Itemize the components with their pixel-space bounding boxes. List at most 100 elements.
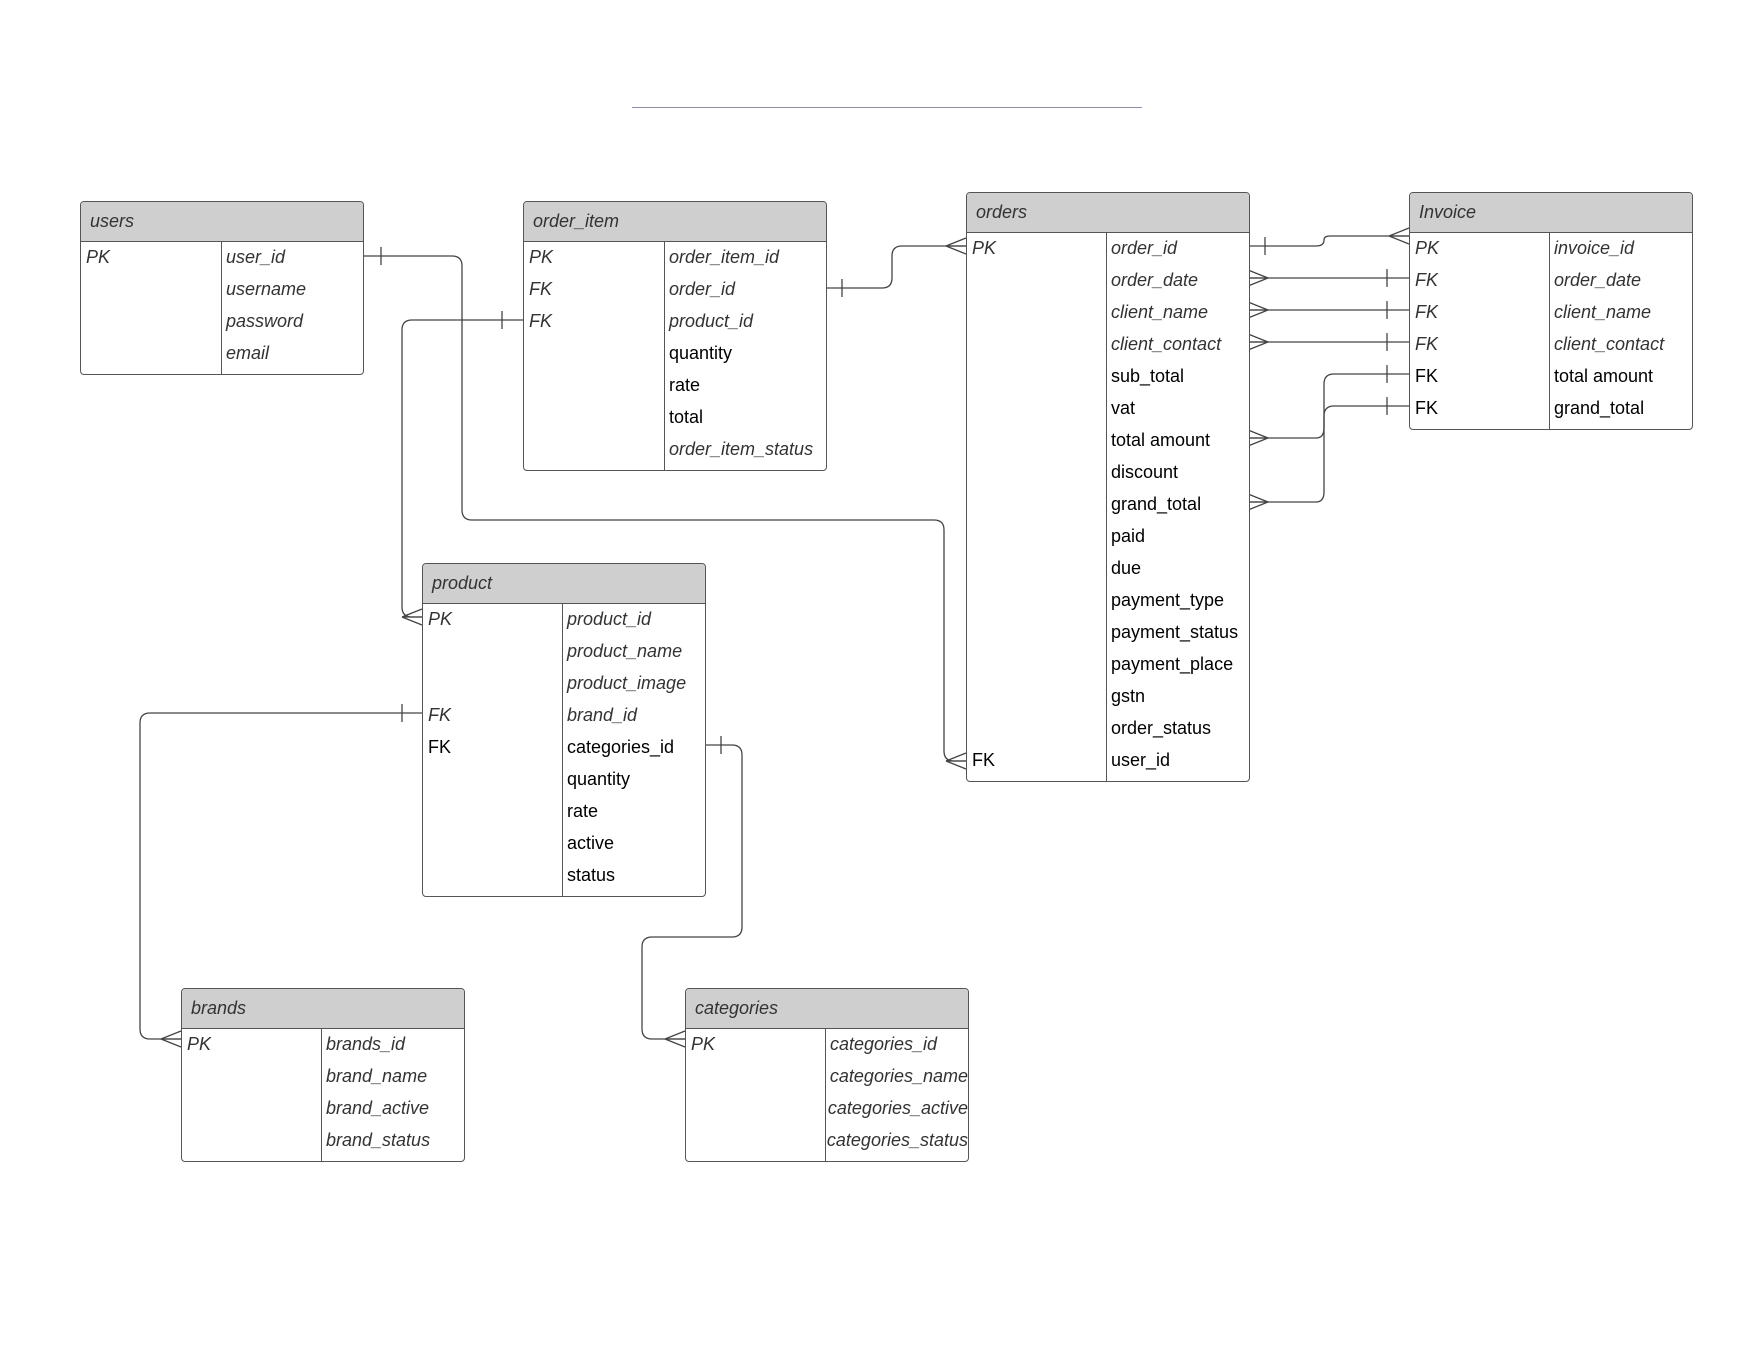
entity-row[interactable]: order_status: [967, 713, 1249, 745]
title-underline: [632, 107, 1142, 108]
field-name: active: [567, 833, 615, 853]
entity-row[interactable]: categories_name: [686, 1061, 968, 1093]
entity-row[interactable]: username: [81, 274, 363, 306]
key-label: [967, 425, 1106, 457]
field-name: order_item_status: [669, 439, 814, 459]
entity-row[interactable]: total: [524, 402, 826, 434]
entity-row[interactable]: due: [967, 553, 1249, 585]
field-name: grand_total: [1554, 398, 1645, 418]
field-name: brands_id: [326, 1034, 406, 1054]
entity-row[interactable]: status: [423, 860, 705, 892]
key-label: PK: [972, 238, 997, 258]
field-name: invoice_id: [1554, 238, 1635, 258]
key-label: [423, 860, 562, 892]
entity-row[interactable]: brand_status: [182, 1125, 464, 1157]
entity-row[interactable]: order_date: [967, 265, 1249, 297]
entity-row[interactable]: discount: [967, 457, 1249, 489]
entity-row[interactable]: active: [423, 828, 705, 860]
entity-row[interactable]: client_name: [967, 297, 1249, 329]
field-name: order_date: [1111, 270, 1199, 290]
connector-orders-invoice-grand: [1248, 405, 1409, 503]
field-name: categories_id: [830, 1034, 938, 1054]
field-name: total: [669, 407, 704, 427]
entity-row[interactable]: rate: [423, 796, 705, 828]
entity-row[interactable]: sub_total: [967, 361, 1249, 393]
entity-row[interactable]: email: [81, 338, 363, 370]
field-name: paid: [1111, 526, 1146, 546]
entity-row[interactable]: payment_status: [967, 617, 1249, 649]
entity-row[interactable]: quantity: [524, 338, 826, 370]
field-name: client_name: [1554, 302, 1652, 322]
key-label: PK: [691, 1034, 716, 1054]
entity-row[interactable]: grand_total: [967, 489, 1249, 521]
entity-row[interactable]: categories_active: [686, 1093, 968, 1125]
entity-row[interactable]: product_image: [423, 668, 705, 700]
entity-row[interactable]: payment_type: [967, 585, 1249, 617]
entity-row[interactable]: brand_name: [182, 1061, 464, 1093]
entity-row[interactable]: gstn: [967, 681, 1249, 713]
entity-row[interactable]: total amount: [967, 425, 1249, 457]
entity-row[interactable]: brand_active: [182, 1093, 464, 1125]
entity-row[interactable]: rate: [524, 370, 826, 402]
many-marker: [664, 1030, 686, 1048]
entity-row[interactable]: order_item_status: [524, 434, 826, 466]
entity-row[interactable]: password: [81, 306, 363, 338]
entity-row[interactable]: payment_place: [967, 649, 1249, 681]
entity-row[interactable]: PK brands_id: [182, 1029, 464, 1061]
entity-row[interactable]: quantity: [423, 764, 705, 796]
column-divider: [321, 1029, 322, 1161]
key-label: PK: [187, 1034, 212, 1054]
key-label: PK: [86, 247, 111, 267]
many-marker: [1388, 227, 1410, 245]
field-name: brand_active: [326, 1098, 430, 1118]
field-name: user_id: [1111, 750, 1171, 770]
field-name: status: [567, 865, 616, 885]
many-marker: [401, 608, 423, 626]
many-marker: [160, 1030, 182, 1048]
key-label: PK: [1415, 238, 1440, 258]
entity-row[interactable]: categories_status: [686, 1125, 968, 1157]
key-label: [81, 274, 221, 306]
field-name: client_contact: [1554, 334, 1665, 354]
key-label: [967, 361, 1106, 393]
field-name: product_image: [567, 673, 687, 693]
entity-row[interactable]: client_contact: [967, 329, 1249, 361]
field-name: order_item_id: [669, 247, 780, 267]
field-name: brand_id: [567, 705, 638, 725]
many-marker: [945, 752, 967, 770]
entity-row[interactable]: PK categories_id: [686, 1029, 968, 1061]
entity-row[interactable]: product_name: [423, 636, 705, 668]
entity-title: users: [81, 202, 363, 242]
key-label: [423, 828, 562, 860]
entity-row[interactable]: vat: [967, 393, 1249, 425]
field-name: client_contact: [1111, 334, 1222, 354]
entity-row[interactable]: paid: [967, 521, 1249, 553]
connector-product-brands: [139, 712, 422, 1040]
field-name: password: [226, 311, 304, 331]
key-label: [81, 338, 221, 370]
field-name: categories_status: [826, 1130, 968, 1150]
entity-row[interactable]: PK invoice_id: [1410, 233, 1692, 265]
